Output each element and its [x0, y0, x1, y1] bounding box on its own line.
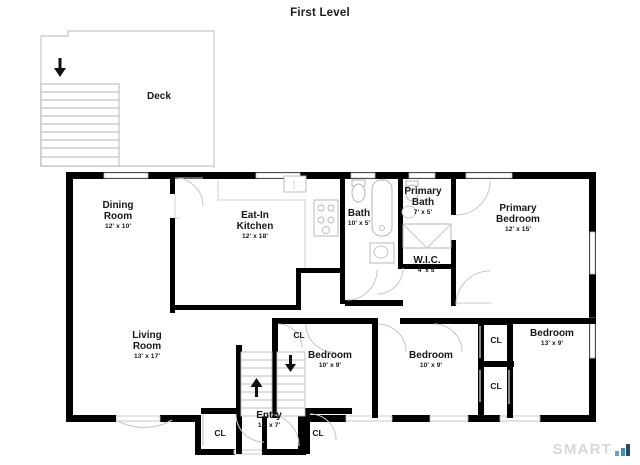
- door-arcs: [115, 177, 492, 447]
- room-label-bath: Bath 10' x 5': [340, 208, 378, 228]
- room-label-wic: W.I.C. 4' x 5': [400, 255, 454, 275]
- room-dimensions: 12' x 15': [504, 225, 532, 233]
- kitchen-fixtures: [174, 175, 339, 268]
- bath-fixtures: [351, 179, 452, 264]
- room-dimensions: 13' x 9': [540, 340, 564, 348]
- closet-label-bedroom-left: CL: [293, 330, 305, 340]
- deck-stairs: [40, 58, 120, 167]
- room-name: Primary: [499, 203, 537, 214]
- down-arrow-icon: [285, 355, 296, 372]
- room-dimensions: 10' x 9': [419, 362, 443, 370]
- room-dimensions: 7' x 5': [413, 208, 433, 216]
- room-name: Entry: [256, 410, 282, 421]
- room-name: Bedroom: [496, 213, 540, 225]
- room-name: Kitchen: [236, 220, 274, 232]
- room-name: Dining: [102, 200, 134, 211]
- interior-walls: [66, 172, 596, 454]
- room-name: Bedroom: [308, 350, 352, 361]
- closet-label-entry-right: CL: [312, 428, 324, 438]
- room-label-entry: Entry 10' x 7': [239, 410, 299, 430]
- room-label-eat-in-kitchen: Eat-In Kitchen 12' x 18': [215, 210, 295, 240]
- watermark-bars-icon: [615, 444, 630, 457]
- window-top: [103, 172, 513, 179]
- room-dimensions: 4' x 5': [417, 267, 437, 275]
- room-label-primary-bedroom: Primary Bedroom 12' x 15': [477, 203, 559, 233]
- room-label-bedroom-right: Bedroom 13' x 9': [519, 328, 585, 348]
- closet-label-entry-left: CL: [214, 428, 226, 438]
- room-name: Room: [132, 340, 162, 352]
- watermark-text: SMART: [552, 441, 612, 458]
- room-dimensions: 10' x 5': [347, 220, 371, 228]
- room-label-dining-room: Dining Room 12' x 10': [78, 200, 158, 230]
- room-label-living-room: Living Room 13' x 17': [110, 330, 184, 360]
- room-label-primary-bath: Primary Bath 7' x 5': [392, 186, 454, 216]
- smart-watermark: SMART: [553, 442, 630, 457]
- page-title: First Level: [290, 7, 350, 19]
- room-dimensions: 13' x 17': [133, 352, 161, 360]
- room-dimensions: 10' x 9': [318, 362, 342, 370]
- down-arrow-icon: [54, 58, 66, 77]
- room-name: Living: [132, 330, 162, 341]
- closet-label-bedroom-right-lower: CL: [490, 381, 502, 391]
- room-name: Bath: [347, 208, 371, 219]
- closet-doors: [202, 326, 510, 446]
- room-name: Bedroom: [530, 328, 574, 339]
- deck-label: Deck: [147, 91, 171, 102]
- room-name: Primary: [404, 186, 442, 197]
- up-arrow-icon: [250, 378, 263, 397]
- room-dimensions: 12' x 18': [241, 232, 269, 240]
- room-name: Room: [103, 210, 133, 222]
- interior-stairs: [240, 351, 306, 417]
- room-name: Bath: [411, 196, 435, 208]
- room-name: Bedroom: [409, 350, 453, 361]
- room-label-bedroom-left: Bedroom 10' x 9': [299, 350, 361, 370]
- room-label-bedroom-middle: Bedroom 10' x 9': [400, 350, 462, 370]
- room-name: Eat-In: [241, 210, 269, 221]
- room-dimensions: 10' x 7': [257, 422, 281, 430]
- room-dimensions: 12' x 10': [104, 222, 132, 230]
- closet-label-bedroom-right-upper: CL: [490, 335, 502, 345]
- room-name: W.I.C.: [413, 255, 441, 266]
